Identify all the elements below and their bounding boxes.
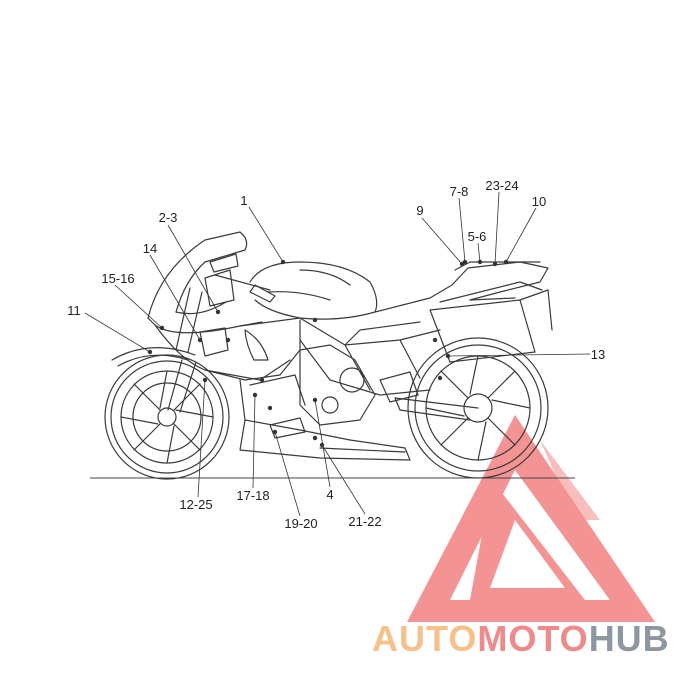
- front-wheel: [104, 354, 230, 480]
- callout-23-24: 23-24: [485, 178, 518, 193]
- callout-17-18: 17-18: [236, 488, 269, 503]
- rear-wheel: [407, 337, 549, 479]
- watermark-auto: AUTO: [372, 618, 477, 659]
- watermark-hub: HUB: [589, 618, 670, 659]
- callout-10: 10: [532, 194, 546, 209]
- callout-9: 9: [416, 203, 423, 218]
- callout-5-6: 5-6: [468, 229, 487, 244]
- motorcycle-drawing: [104, 231, 553, 480]
- callout-1: 1: [240, 193, 247, 208]
- callout-2-3: 2-3: [159, 210, 178, 225]
- leader-lines: [84, 191, 591, 517]
- callout-14: 14: [143, 241, 157, 256]
- marker-dots: [147, 259, 509, 448]
- callout-12-25: 12-25: [179, 497, 212, 512]
- watermark-moto: MOTO: [477, 618, 588, 659]
- callout-11: 11: [67, 303, 81, 318]
- callout-13: 13: [591, 347, 605, 362]
- watermark-logo-icon: [407, 415, 655, 622]
- callout-4: 4: [326, 487, 333, 502]
- callout-7-8: 7-8: [450, 184, 469, 199]
- callout-labels: 1 2-3 14 15-16 11 9 7-8 23-24 10 5-6 13 …: [67, 178, 605, 531]
- callout-21-22: 21-22: [348, 514, 381, 529]
- watermark-text: AUTOMOTOHUB: [372, 618, 670, 659]
- callout-15-16: 15-16: [101, 271, 134, 286]
- callout-19-20: 19-20: [284, 516, 317, 531]
